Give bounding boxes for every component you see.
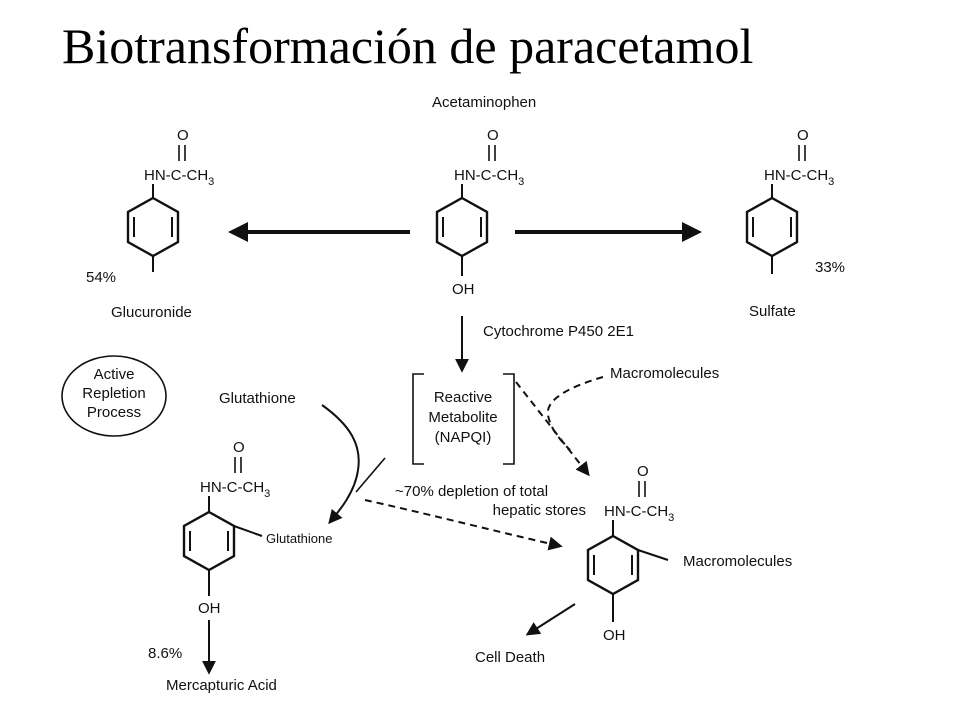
conjugate-percent: 8.6% [148, 645, 182, 662]
svg-text:O: O [637, 463, 649, 480]
glucuronide-label: Glucuronide [111, 304, 192, 321]
svg-text:O: O [797, 127, 809, 144]
svg-text:(NAPQI): (NAPQI) [435, 429, 492, 446]
sulfate-molecule: O HN-C-CH3 33% Sulfate [745, 127, 845, 320]
adduct-macromolecules-label: Macromolecules [683, 553, 792, 570]
dashed-arrow-lower [364, 499, 563, 551]
enzyme-label: Cytochrome P450 2E1 [483, 323, 634, 340]
macromolecules-top-label: Macromolecules [610, 365, 719, 382]
glutathione-arrow [321, 404, 360, 525]
depletion-line1: ~70% depletion of total [395, 483, 548, 500]
svg-text:HN-C-CH3: HN-C-CH3 [144, 167, 214, 188]
sulfate-percent: 33% [815, 259, 845, 276]
glutathione-tick [355, 457, 386, 493]
glutathione-label: Glutathione [219, 390, 296, 407]
acetaminophen-label: Acetaminophen [432, 94, 536, 111]
svg-text:HN-C-CH3: HN-C-CH3 [200, 479, 270, 500]
active-repletion-process: Active Repletion Process [61, 355, 167, 437]
arrow-to-adduct [515, 381, 590, 477]
svg-text:O: O [233, 439, 245, 456]
svg-text:HN-C-CH3: HN-C-CH3 [604, 503, 674, 524]
svg-text:O: O [177, 127, 189, 144]
svg-text:Repletion: Repletion [82, 385, 145, 402]
svg-text:Process: Process [87, 404, 141, 421]
glucuronide-percent: 54% [86, 269, 116, 286]
conjugate-oh: OH [198, 600, 221, 617]
sulfate-label: Sulfate [749, 303, 796, 320]
cell-death-label: Cell Death [475, 649, 545, 666]
svg-text:Reactive: Reactive [434, 389, 492, 406]
svg-text:Metabolite: Metabolite [428, 409, 497, 426]
arrow-to-cell-death [525, 603, 576, 636]
conjugate-glutathione-label: Glutathione [266, 531, 333, 546]
svg-text:HN-C-CH3: HN-C-CH3 [764, 167, 834, 188]
napqi-box: Reactive Metabolite (NAPQI) [412, 373, 515, 465]
svg-text:Active: Active [94, 366, 135, 383]
acetaminophen-molecule: O HN-C-CH3 OH [435, 127, 524, 298]
macromolecules-dashed-curve [546, 376, 604, 451]
page-title: Biotransformación de paracetamol [62, 18, 754, 74]
center-oh: OH [452, 281, 475, 298]
glutathione-conjugate-molecule: O HN-C-CH3 Glutathione OH 8.6% Mercaptur… [148, 439, 333, 694]
glucuronide-molecule: O HN-C-CH3 54% Glucuronide [86, 127, 214, 321]
mercapturic-acid-label: Mercapturic Acid [166, 677, 277, 694]
macromolecule-adduct-molecule: O HN-C-CH3 Macromolecules OH [586, 463, 792, 644]
depletion-line2: hepatic stores [493, 502, 586, 519]
adduct-oh: OH [603, 627, 626, 644]
center-amide-group: HN-C-CH3 [454, 167, 524, 188]
center-carbonyl-o: O [487, 127, 499, 144]
